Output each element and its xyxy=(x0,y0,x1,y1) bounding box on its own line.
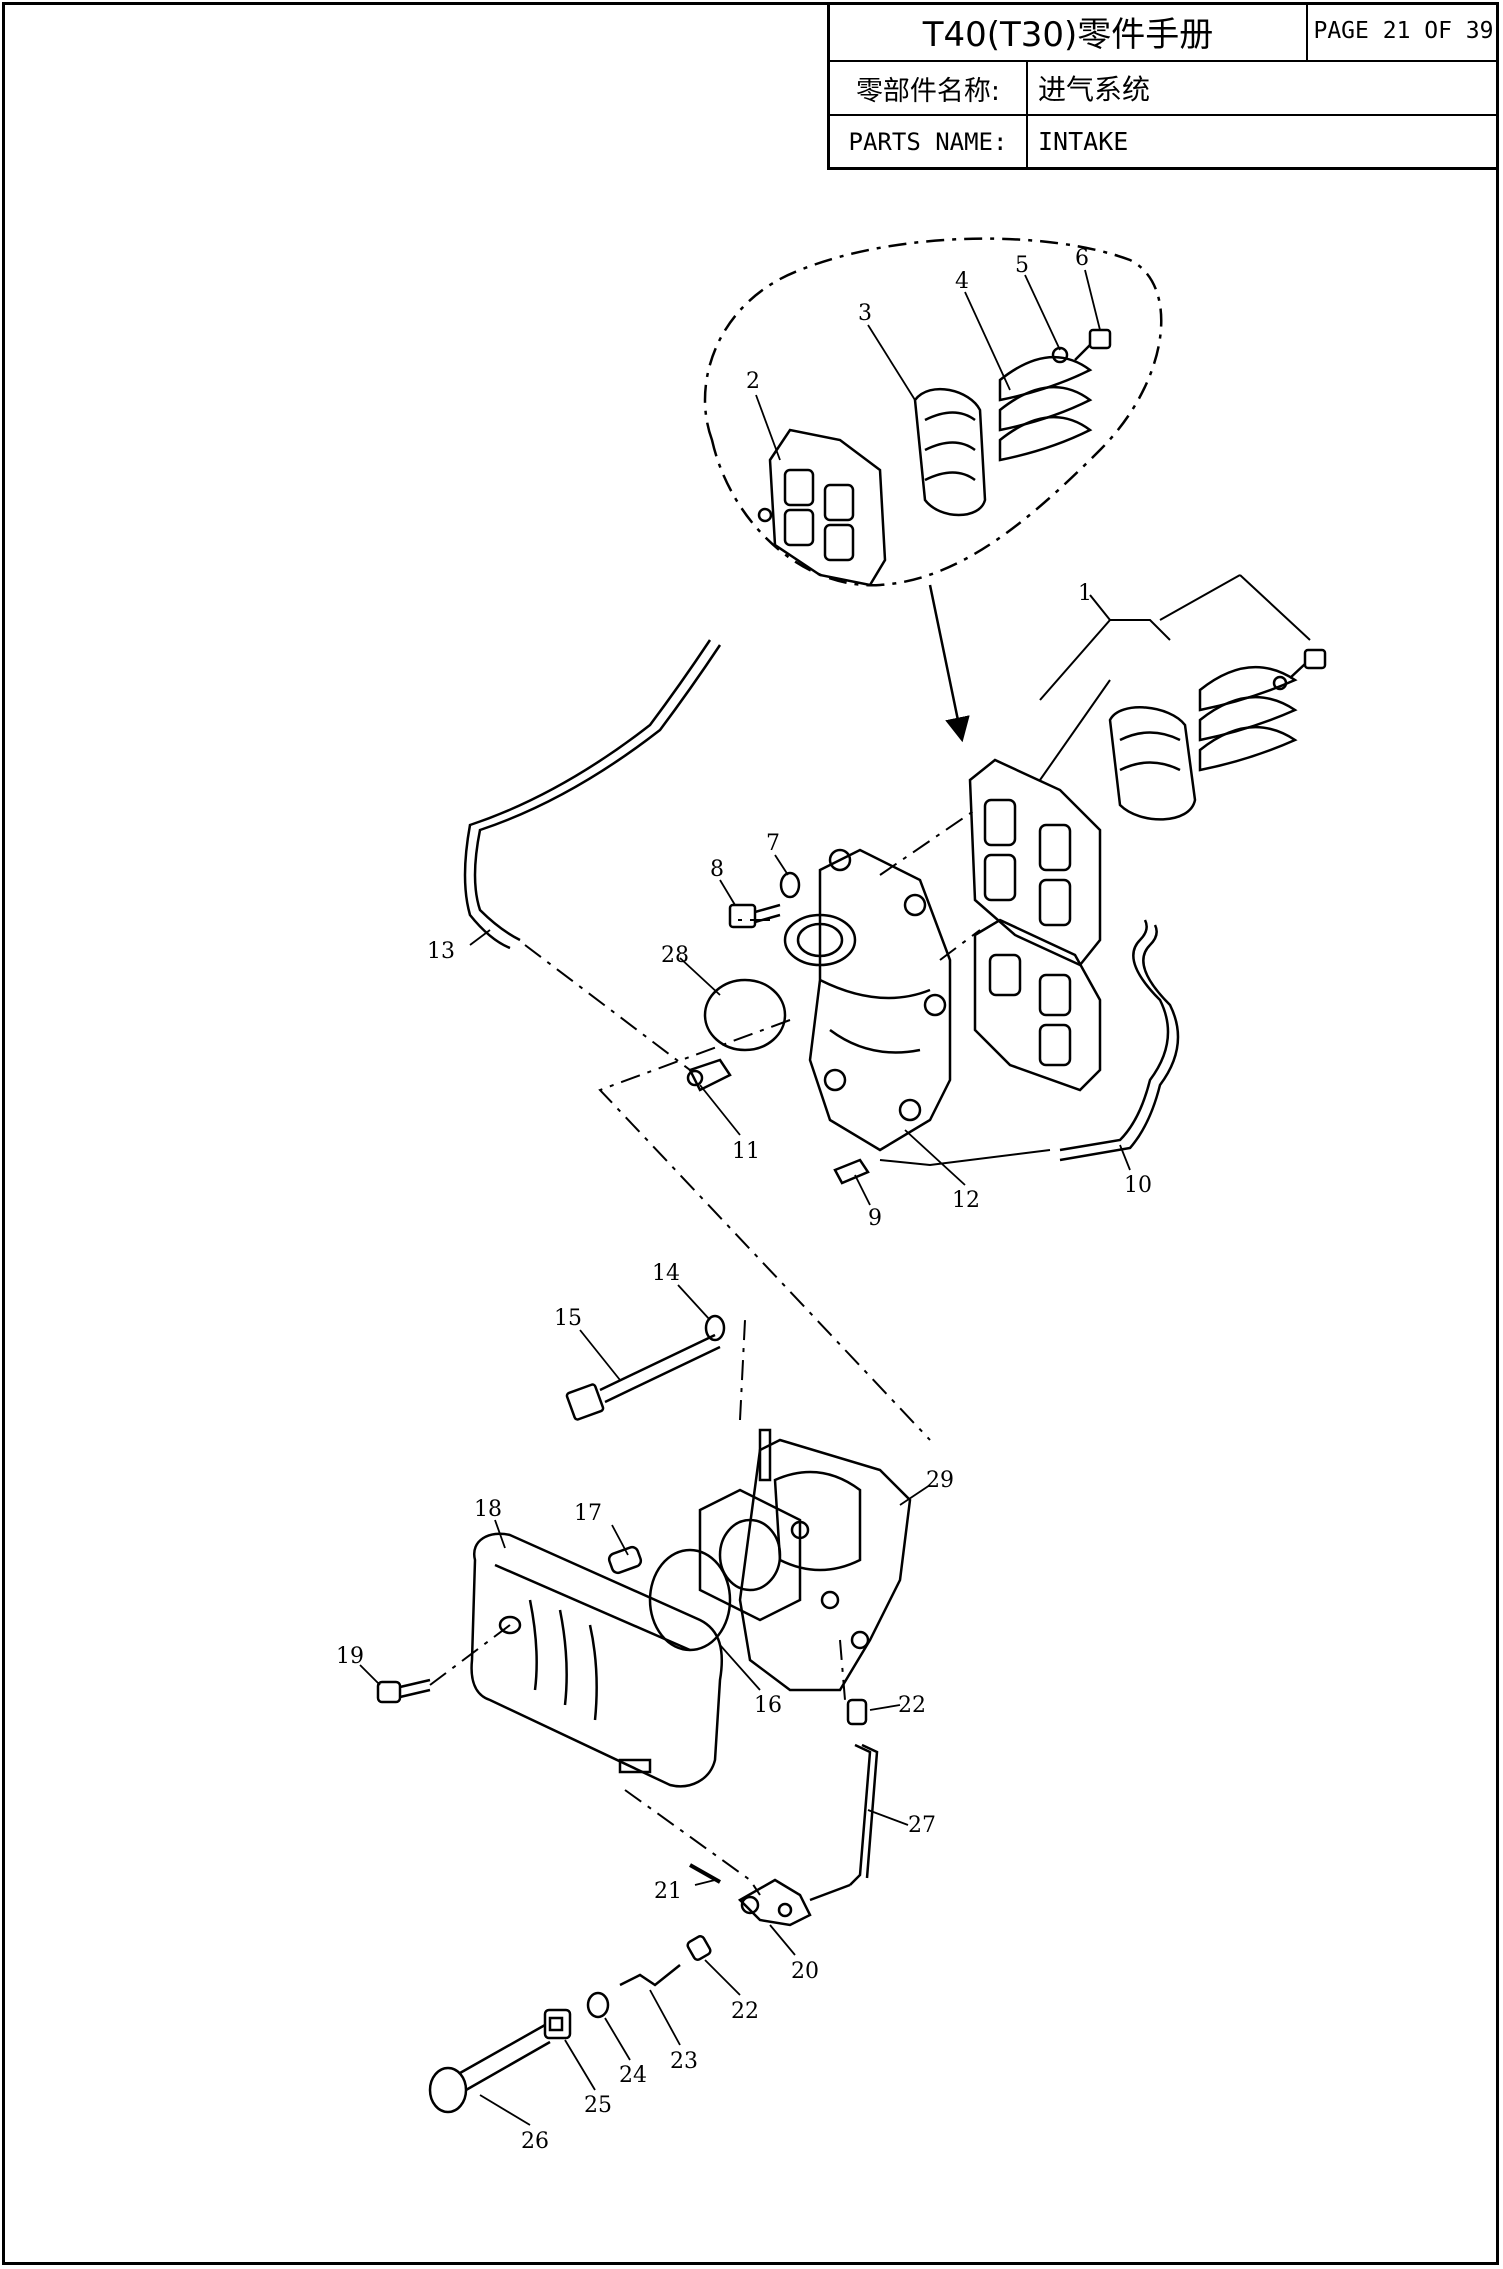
reed-gasket-detail xyxy=(913,387,987,517)
link-connector-upper xyxy=(846,1698,868,1726)
reed-valve-block xyxy=(968,758,1102,1092)
callout-22-upper: 22 xyxy=(898,1693,926,1718)
throttle-lever xyxy=(737,1878,851,1927)
callout-13: 13 xyxy=(427,939,455,964)
manual-title: T40(T30)零件手册 xyxy=(830,2,1308,60)
reed-petals-detail xyxy=(998,355,1093,462)
callout-8: 8 xyxy=(710,857,724,882)
link-connector-lower xyxy=(686,1935,712,1961)
parts-name-label-cn: 零部件名称: xyxy=(830,62,1028,114)
parts-name-value-en: INTAKE xyxy=(1038,127,1129,156)
callout-16: 16 xyxy=(754,1693,782,1718)
callout-11: 11 xyxy=(732,1139,760,1164)
callout-25: 25 xyxy=(584,2093,612,2118)
nozzle-fitting xyxy=(833,1158,870,1185)
knob-bushing xyxy=(543,2008,572,2040)
detail-screw xyxy=(1074,328,1112,361)
callout-20: 20 xyxy=(791,1959,819,1984)
callout-numbers: 1 2 3 4 5 6 7 8 9 10 11 12 13 14 15 16 1… xyxy=(336,246,1152,2154)
callout-2: 2 xyxy=(746,369,760,394)
parts-name-row-cn: 零部件名称: 进气系统 xyxy=(830,62,1499,116)
carb-route-22 xyxy=(839,1639,846,1701)
hose-fitting xyxy=(686,1058,732,1092)
callout-27: 27 xyxy=(908,1813,936,1838)
hose-route-13 xyxy=(524,944,691,1071)
knob-washer xyxy=(586,1991,610,2019)
fuel-hose xyxy=(1059,919,1180,1162)
throttle-rod xyxy=(849,1743,879,1886)
detail-washer xyxy=(1051,346,1069,364)
bolt-washer xyxy=(704,1314,726,1342)
manifold-washer xyxy=(779,871,801,899)
choke-link xyxy=(619,1964,681,1987)
callout-28: 28 xyxy=(661,943,689,968)
callout-23: 23 xyxy=(670,2049,698,2074)
callout-21: 21 xyxy=(654,1879,682,1904)
parts-name-row-en: PARTS NAME: INTAKE xyxy=(830,116,1499,167)
callout-4: 4 xyxy=(955,269,969,294)
callout-14: 14 xyxy=(652,1261,680,1286)
silencer-route xyxy=(624,1789,761,1896)
callout-29: 29 xyxy=(926,1468,954,1493)
assembly-centerlines xyxy=(598,809,981,1441)
callout-18: 18 xyxy=(474,1497,502,1522)
callout-10: 10 xyxy=(1124,1173,1152,1198)
manifold-bolt xyxy=(728,903,781,929)
manifold-o-ring xyxy=(703,978,787,1052)
screw-route-19 xyxy=(429,1624,511,1686)
callout-22-lower: 22 xyxy=(731,1999,759,2024)
reed-detail-oval xyxy=(703,237,1163,587)
callout-19: 19 xyxy=(336,1644,364,1669)
callout-3: 3 xyxy=(858,301,872,326)
callout-7: 7 xyxy=(766,831,780,856)
parts-name-value-cn: 进气系统 xyxy=(1038,73,1151,106)
callout-leaders xyxy=(359,269,1131,2126)
dowel-pin xyxy=(607,1545,643,1575)
callout-15: 15 xyxy=(554,1306,582,1331)
callout-26: 26 xyxy=(521,2129,549,2154)
page-number: PAGE 21 OF 39 xyxy=(1313,18,1494,44)
title-block: T40(T30)零件手册 PAGE 21 OF 39 零部件名称: 进气系统 P… xyxy=(827,2,1499,170)
hose-route-10 xyxy=(879,1149,1051,1167)
link-pin xyxy=(689,1863,721,1884)
title-row: T40(T30)零件手册 PAGE 21 OF 39 xyxy=(830,2,1499,62)
callout-12: 12 xyxy=(952,1188,980,1213)
intake-silencer xyxy=(470,1532,724,1788)
part1-leaders xyxy=(1039,574,1311,781)
reed-valve-plate-detail xyxy=(757,428,887,587)
silencer-screw xyxy=(376,1678,431,1704)
callout-5: 5 xyxy=(1015,253,1029,278)
detail-arrow xyxy=(928,584,970,743)
parts-name-label-en: PARTS NAME: xyxy=(830,116,1028,167)
choke-knob xyxy=(428,2023,551,2114)
reed-set-main xyxy=(1108,648,1327,821)
callout-1: 1 xyxy=(1078,581,1092,606)
callout-9: 9 xyxy=(868,1206,882,1231)
callout-17: 17 xyxy=(574,1501,602,1526)
long-bolt xyxy=(565,1333,721,1421)
carburetor xyxy=(698,1428,912,1692)
callout-24: 24 xyxy=(619,2063,647,2088)
callout-6: 6 xyxy=(1075,246,1089,271)
vent-hose xyxy=(463,639,722,950)
intake-manifold xyxy=(783,848,952,1152)
